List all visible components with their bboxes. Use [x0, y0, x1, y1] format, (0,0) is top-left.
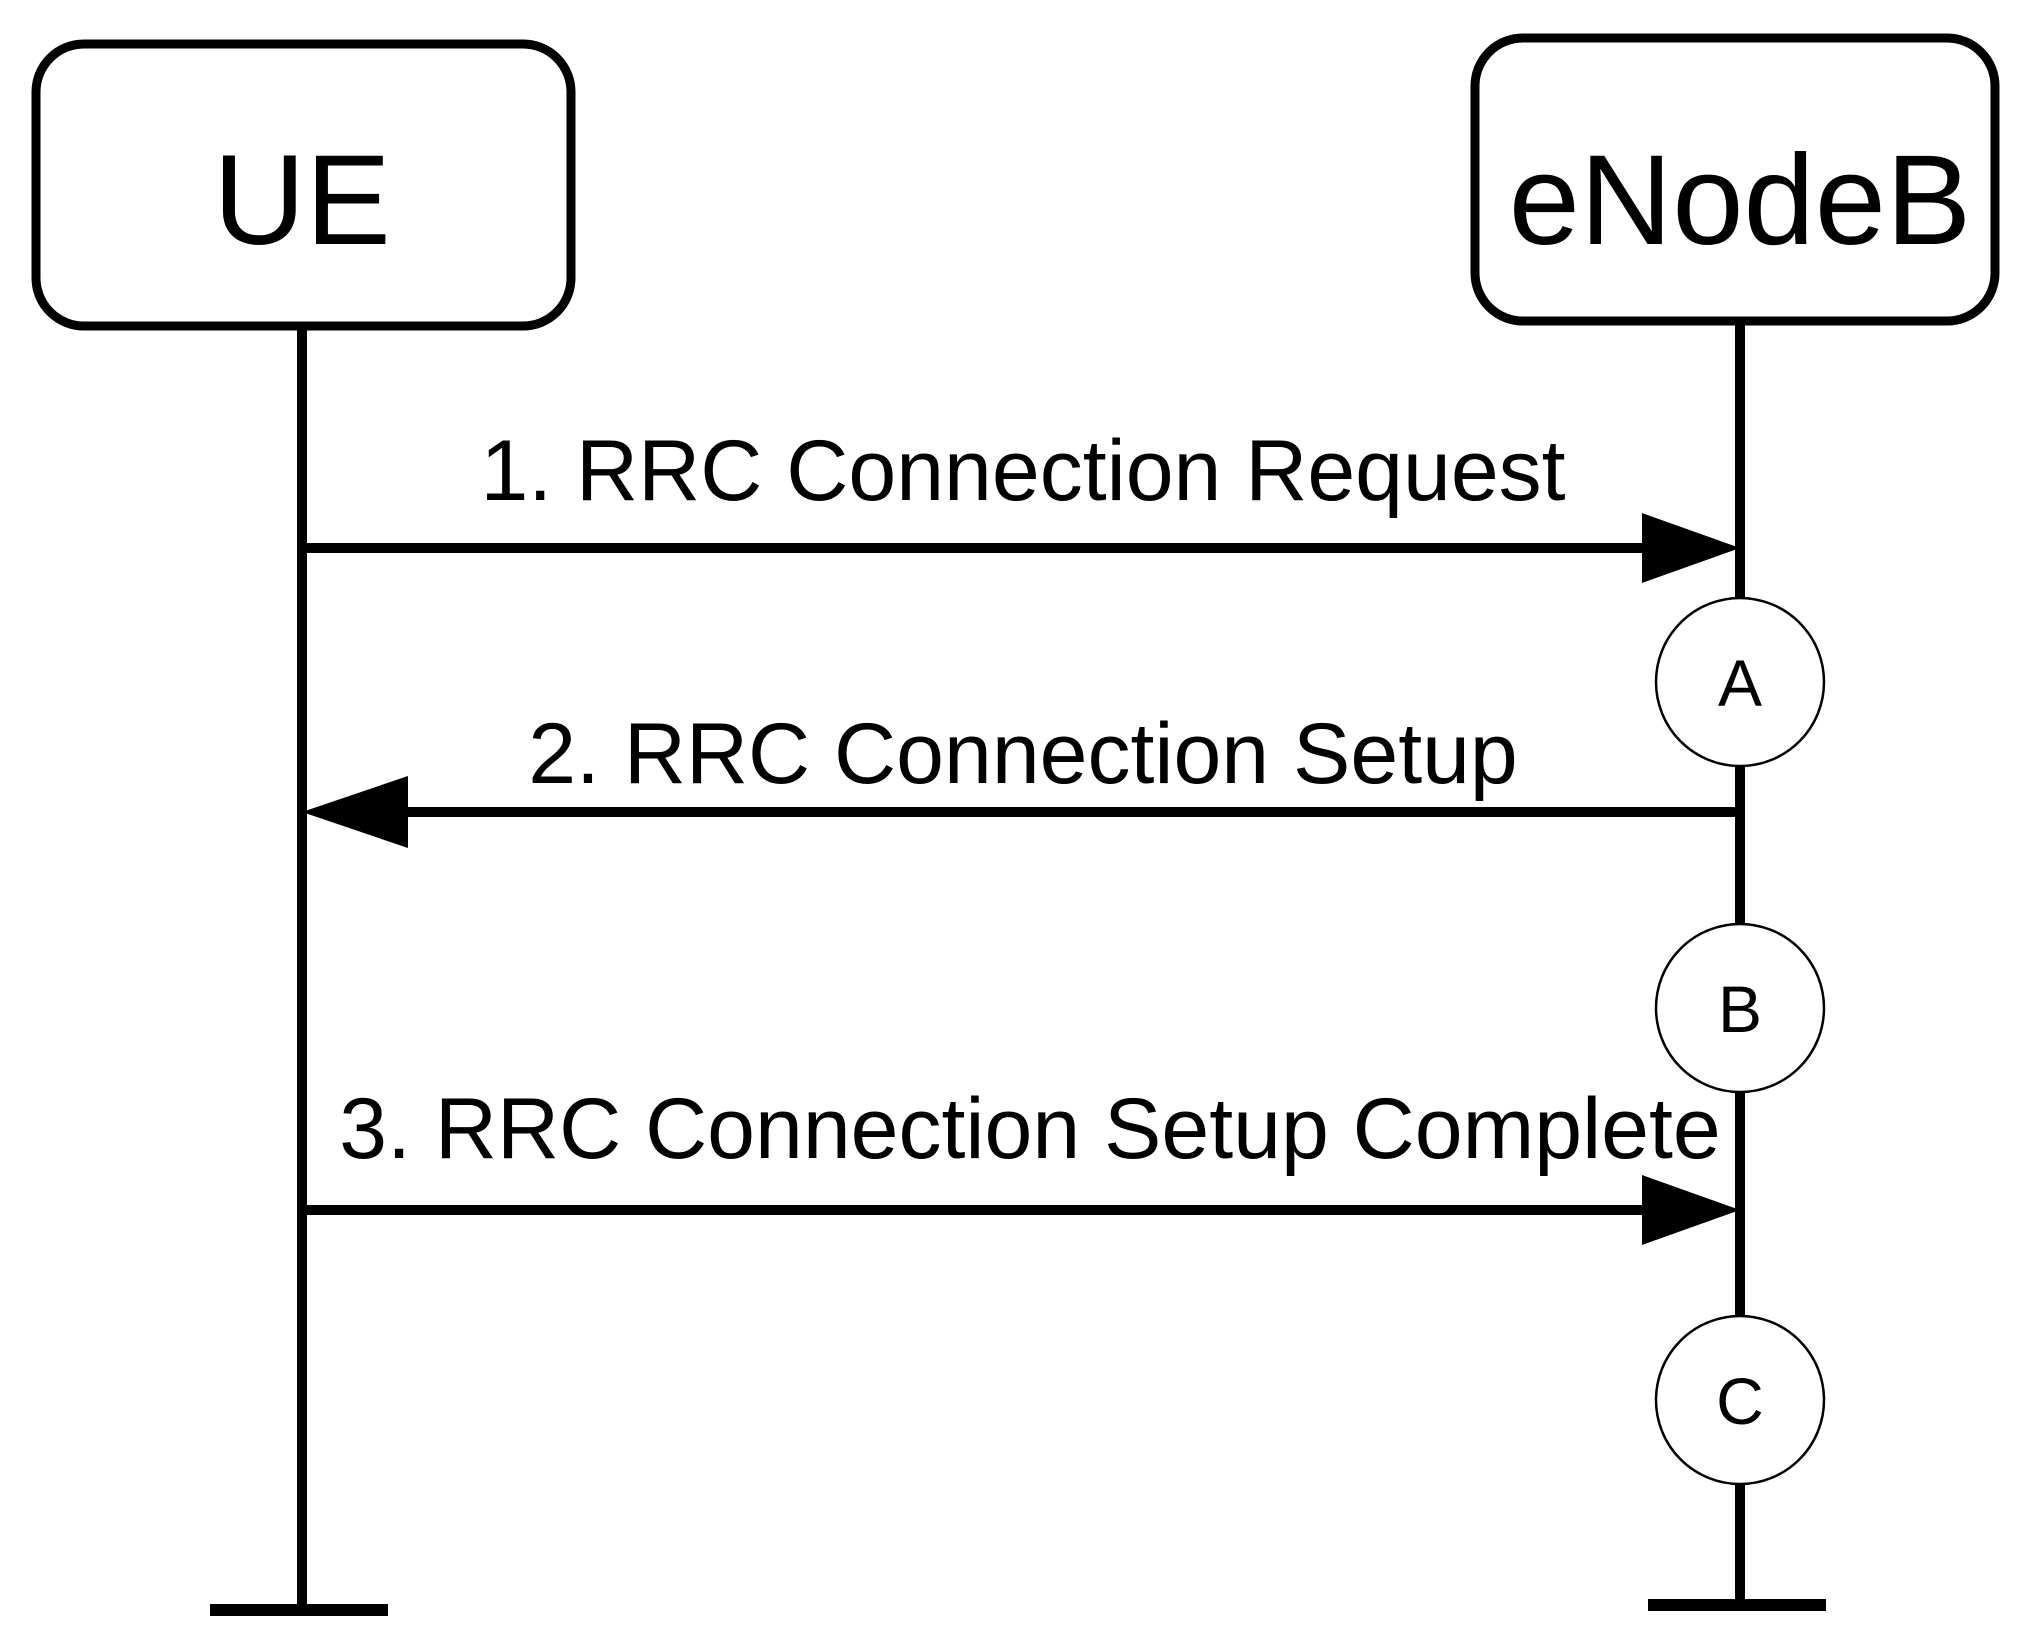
participant-ue: UE [31, 39, 576, 331]
message-label-2: 2. RRC Connection Setup [528, 706, 1518, 802]
participant-enodeb: eNodeB [1470, 33, 2000, 326]
message-label-3: 3. RRC Connection Setup Complete [339, 1081, 1721, 1177]
message-1: 1. RRC Connection Request [302, 423, 1740, 583]
state-label-c: C [1716, 1364, 1764, 1438]
participant-label-enodeb: eNodeB [1509, 129, 1972, 272]
state-a: A [1654, 596, 1826, 768]
arrowhead-right-icon [1642, 513, 1740, 583]
state-circle-c [1654, 1314, 1826, 1486]
state-circle-b [1654, 922, 1826, 1094]
message-2: 2. RRC Connection Setup [302, 706, 1740, 848]
state-label-b: B [1718, 972, 1762, 1046]
message-3: 3. RRC Connection Setup Complete [302, 1081, 1740, 1245]
state-b: B [1654, 922, 1826, 1094]
participant-box-ue [31, 39, 576, 331]
arrowhead-right-icon [1642, 1175, 1740, 1245]
arrowhead-left-icon [302, 776, 408, 848]
state-circle-a [1654, 596, 1826, 768]
participant-label-ue: UE [213, 129, 391, 272]
participant-box-enodeb [1470, 33, 2000, 326]
state-c: C [1654, 1314, 1826, 1486]
state-label-a: A [1718, 646, 1762, 720]
message-label-1: 1. RRC Connection Request [480, 423, 1565, 519]
